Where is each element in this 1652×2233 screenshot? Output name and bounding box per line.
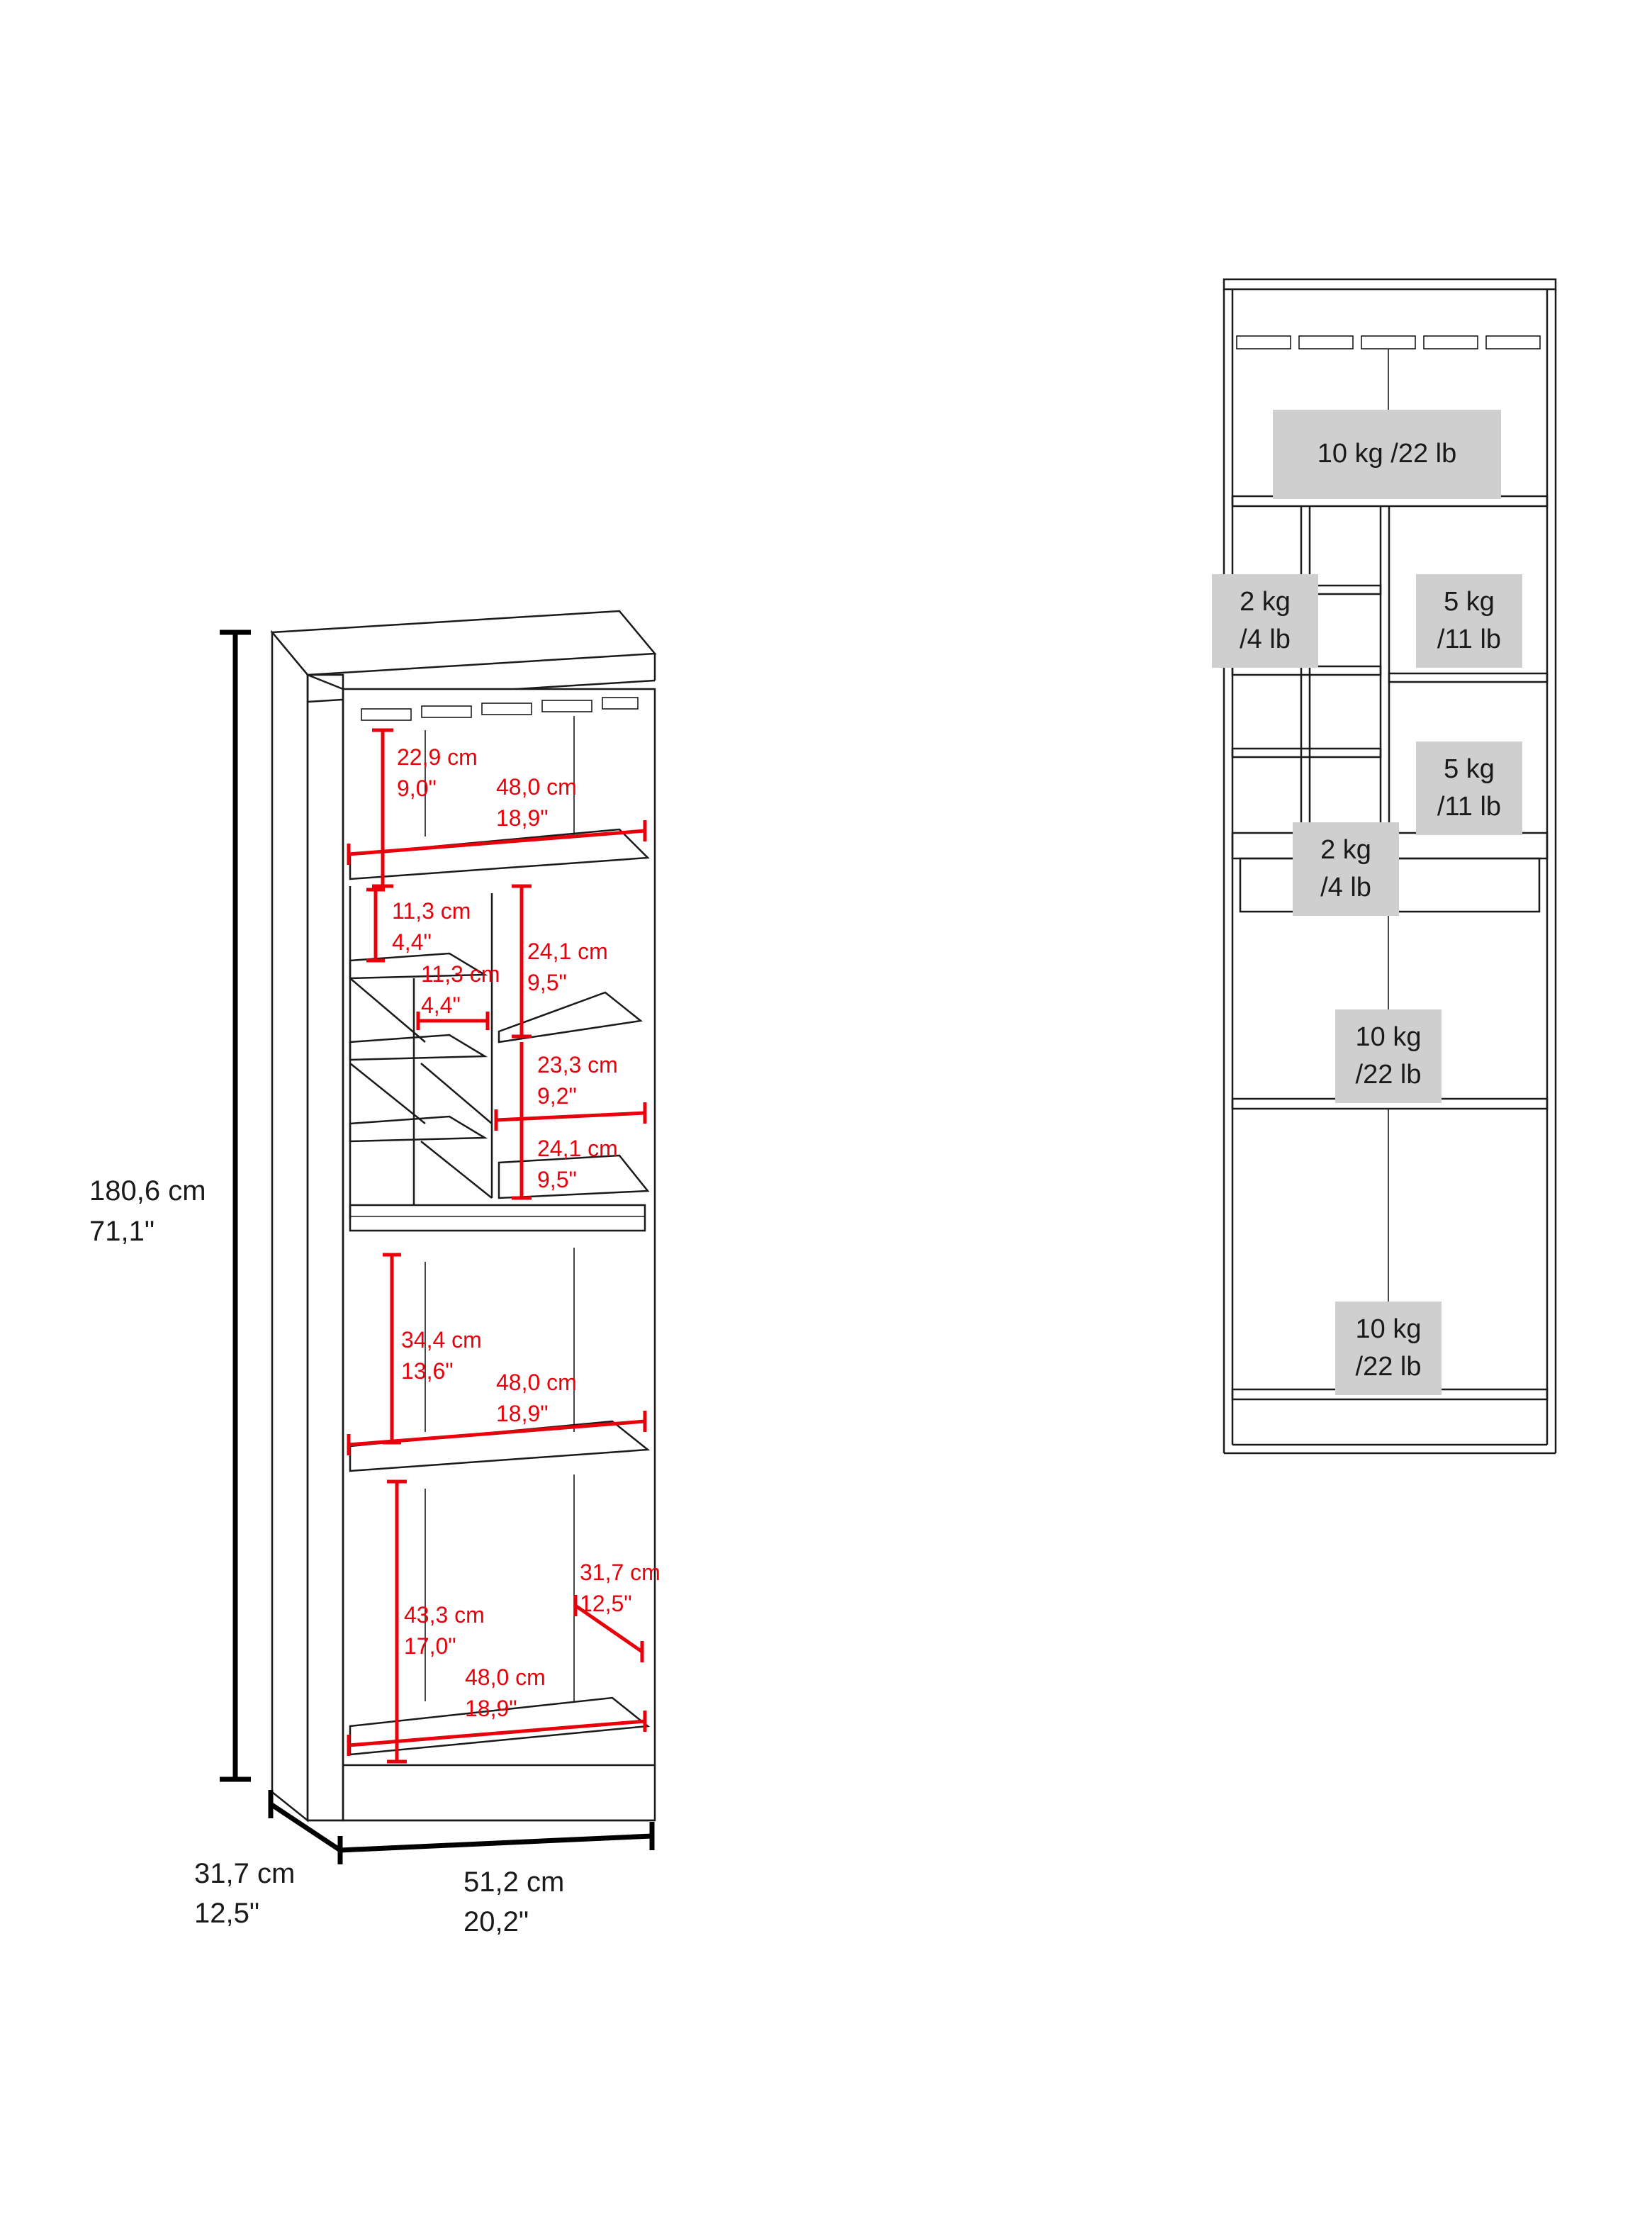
- width-in-label: 20,2": [463, 1906, 529, 1937]
- middle-shelf-width-cm: 48,0 cm: [496, 1370, 577, 1395]
- bottom-shelf-width-cm: 48,0 cm: [465, 1664, 546, 1690]
- right-upper-cm: 24,1 cm: [527, 939, 608, 964]
- cubby-shelf-3: [349, 1115, 488, 1143]
- middle-compartment-cm: 34,4 cm: [401, 1327, 482, 1353]
- depth-in-label: 12,5": [194, 1898, 260, 1929]
- top-compartment-in: 9,0": [397, 776, 437, 801]
- inner-depth-cm: 31,7 cm: [580, 1560, 661, 1585]
- top-compartment-cm: 22,9 cm: [397, 744, 478, 770]
- inner-dimension-lines: [347, 728, 647, 1764]
- inner-depth-in: 12,5": [580, 1591, 632, 1616]
- right-shelf-width-in: 9,2": [537, 1083, 577, 1109]
- weight-top: 10 kg /22 lb: [1273, 410, 1501, 499]
- cabinet-top-board: [270, 610, 657, 676]
- weight-left-upper: 2 kg /4 lb: [1212, 574, 1318, 668]
- shelf-top: [349, 828, 650, 880]
- right-shelf-width-cm: 23,3 cm: [537, 1052, 618, 1078]
- cabinet-side-panel: [271, 629, 309, 1823]
- depth-cm-label: 31,7 cm: [194, 1858, 296, 1889]
- top-shelf-width-in: 18,9": [496, 805, 549, 831]
- cubby-shelf-1: [349, 952, 488, 980]
- bottom-shelf-width-in: 18,9": [465, 1696, 517, 1721]
- weight-right-upper: 5 kg /11 lb: [1416, 574, 1522, 668]
- top-shelf-width-cm: 48,0 cm: [496, 774, 577, 800]
- left-cabinet: [270, 610, 657, 1823]
- cubby-height-cm: 11,3 cm: [392, 898, 471, 924]
- height-cm-label: 180,6 cm: [89, 1175, 206, 1207]
- width-cm-label: 51,2 cm: [463, 1867, 565, 1898]
- overall-dimension-lines: [220, 629, 655, 1864]
- middle-shelf-width-in: 18,9": [496, 1401, 549, 1426]
- cubby-width-cm: 11,3 cm: [421, 961, 500, 987]
- right-lower-cm: 24,1 cm: [537, 1136, 618, 1161]
- weight-bottom: 10 kg /22 lb: [1335, 1302, 1442, 1395]
- weight-middle: 10 kg /22 lb: [1335, 1009, 1442, 1103]
- right-shelf-lower: [498, 1154, 650, 1199]
- bottom-compartment-in: 17,0": [404, 1633, 456, 1659]
- pullout-tray: [349, 1204, 646, 1232]
- right-top-board: [1223, 278, 1557, 291]
- cubby-height-in: 4,4": [392, 929, 432, 955]
- middle-compartment-in: 13,6": [401, 1358, 454, 1384]
- right-upper-in: 9,5": [527, 970, 567, 995]
- right-shelf-upper: [498, 991, 644, 1043]
- right-lower-in: 9,5": [537, 1167, 577, 1192]
- bottom-compartment-cm: 43,3 cm: [404, 1602, 485, 1628]
- cubby-shelf-2: [349, 1034, 488, 1061]
- weight-tray: 2 kg /4 lb: [1293, 822, 1399, 916]
- height-in-label: 71,1": [89, 1216, 155, 1247]
- cubby-width-in: 4,4": [421, 992, 461, 1018]
- weight-right-lower: 5 kg /11 lb: [1416, 741, 1522, 835]
